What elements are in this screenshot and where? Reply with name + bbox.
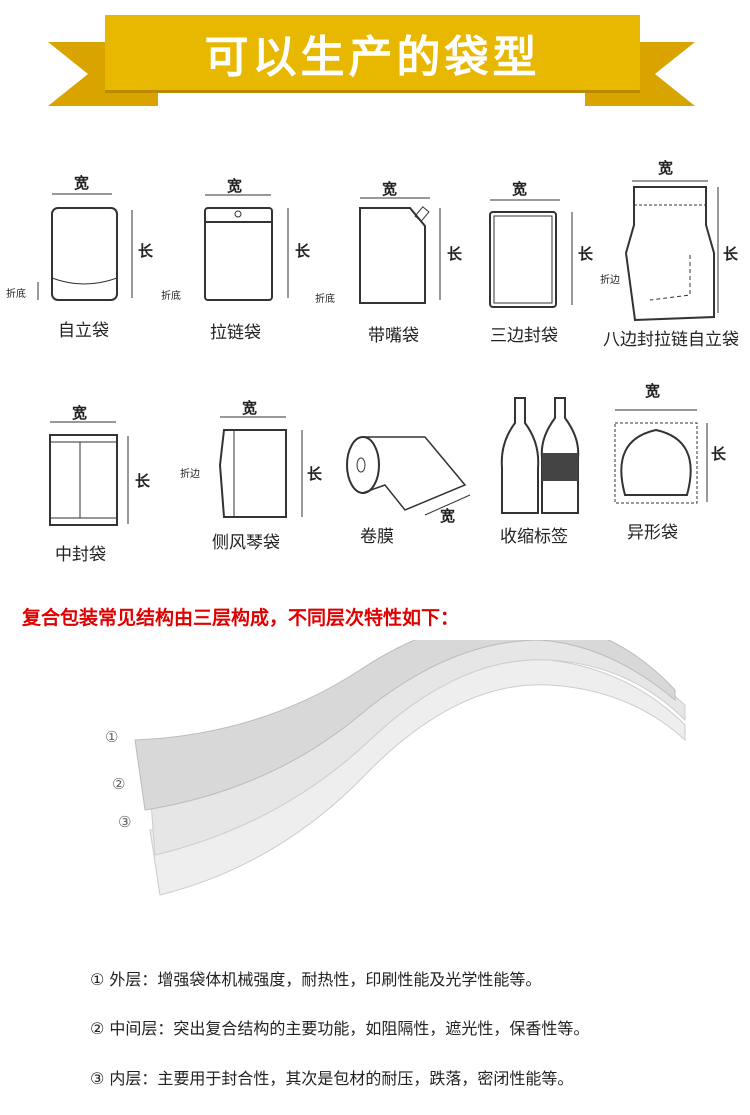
three-side-seal-bag-icon [489, 199, 573, 308]
width-label: 宽 [72, 404, 88, 422]
length-label: 长 [447, 245, 463, 263]
spout-bag-icon [359, 197, 441, 304]
fold-bottom-label: 折底 [161, 291, 181, 302]
length-label: 长 [711, 445, 727, 463]
bag-label: 八边封拉链自立袋 [603, 330, 739, 350]
layer-marker: ① [105, 728, 119, 746]
width-label: 宽 [440, 507, 456, 525]
width-label: 宽 [74, 174, 90, 192]
layer-description-middle: ② 中间层：突出复合结构的主要功能，如阻隔性，遮光性，保香性等。 [90, 1019, 590, 1038]
center-seal-bag-icon [49, 421, 129, 526]
bag-label: 收缩标签 [500, 527, 568, 547]
layer-description-outer: ① 外层：增强袋体机械强度，耐热性，印刷性能及光学性能等。 [90, 970, 542, 989]
shrink-label-bottles-icon [500, 397, 580, 514]
length-label: 长 [578, 245, 594, 263]
bag-label: 侧风琴袋 [212, 533, 280, 553]
fold-side-label: 折边 [600, 275, 620, 286]
fold-bottom-label: 折底 [315, 294, 335, 305]
bag-label: 卷膜 [360, 527, 394, 547]
shaped-bag-icon [614, 409, 708, 504]
length-label: 长 [307, 465, 323, 483]
width-label: 宽 [242, 399, 258, 417]
length-label: 长 [135, 472, 151, 490]
eight-side-seal-bag-icon [624, 180, 719, 322]
width-label: 宽 [645, 382, 661, 400]
three-layer-film-illustration [134, 640, 686, 896]
bag-label: 三边封袋 [490, 326, 558, 346]
bag-label: 中封袋 [55, 545, 106, 565]
layer-marker: ③ [118, 813, 132, 831]
width-label: 宽 [382, 180, 398, 198]
fold-bottom-label: 折底 [6, 289, 26, 300]
stand-up-bag-icon [37, 193, 133, 301]
side-gusset-bag-icon [218, 416, 303, 518]
layer-description-inner: ③ 内层：主要用于封合性，其次是包材的耐压，跌落，密闭性能等。 [90, 1069, 574, 1088]
banner: 可以生产的袋型 [105, 15, 640, 90]
structure-heading: 复合包装常见结构由三层构成，不同层次特性如下： [22, 607, 460, 629]
length-label: 长 [295, 242, 311, 260]
fold-side-label: 折边 [180, 469, 200, 480]
zipper-bag-icon [204, 194, 289, 301]
bag-label: 异形袋 [627, 523, 678, 543]
bag-label: 自立袋 [58, 321, 109, 341]
length-label: 长 [138, 242, 154, 260]
width-label: 宽 [227, 177, 243, 195]
bag-label: 带嘴袋 [368, 326, 419, 346]
bag-label: 拉链袋 [210, 323, 261, 343]
width-label: 宽 [658, 159, 674, 177]
roll-film-icon [346, 436, 471, 516]
layer-marker: ② [112, 775, 126, 793]
length-label: 长 [723, 245, 739, 263]
width-label: 宽 [512, 180, 528, 198]
banner-title: 可以生产的袋型 [204, 31, 541, 83]
